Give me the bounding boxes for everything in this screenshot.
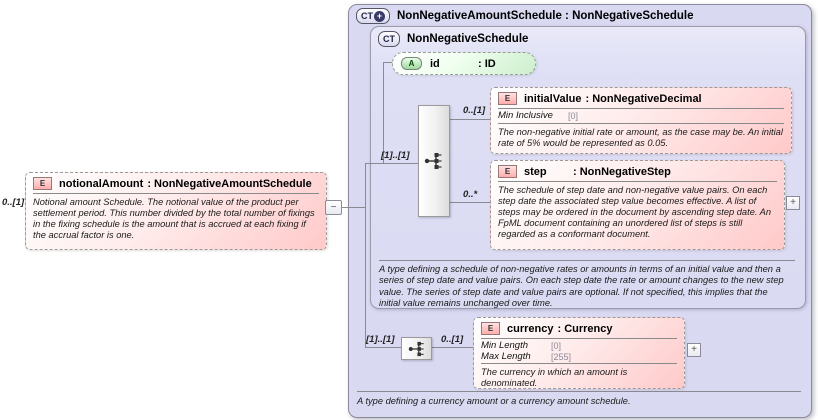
outer-box-title: NonNegativeAmountSchedule : NonNegativeS… [397, 10, 694, 22]
element-box-step[interactable]: E step : NonNegativeStep The schedule of… [490, 160, 785, 250]
element-box-initialvalue[interactable]: E initialValue : NonNegativeDecimal Min … [490, 87, 792, 154]
initialvalue-facets: Min Inclusive [0] [491, 109, 791, 123]
divider [498, 108, 784, 109]
element-icon: E [498, 92, 517, 105]
connector-entry [340, 207, 365, 208]
cardinality-sequence-top: [1]..[1] [381, 150, 410, 161]
ct-icon-label: CT [361, 11, 373, 21]
outer-box-annotation: A type defining a currency amount or a c… [357, 396, 631, 406]
expand-toggle-icon[interactable]: + [687, 343, 701, 357]
sequence-icon [424, 153, 442, 169]
notionalamount-annotation: Notional amount Schedule. The notional v… [33, 197, 315, 240]
facet-label: Max Length [481, 350, 531, 362]
currency-type: : Currency [557, 322, 613, 335]
facet-label: Min Inclusive [498, 110, 553, 121]
outer-annotation-divider [357, 391, 801, 392]
connector-branch-vertical [365, 163, 366, 348]
outer-box-header: CT+ NonNegativeAmountSchedule : NonNegat… [356, 8, 694, 24]
currency-header: E currency : Currency [474, 318, 684, 338]
connector-attribute-vertical [383, 62, 384, 163]
collapse-toggle-icon[interactable]: − [325, 200, 342, 215]
facet-row: Min Inclusive [0] [498, 110, 784, 122]
initialvalue-header: E initialValue : NonNegativeDecimal [491, 88, 791, 108]
currency-name: currency [507, 322, 554, 335]
cardinality-currency: 0..[1] [441, 334, 464, 345]
facet-row: Min Length [0] [481, 340, 677, 352]
facet-value: [0] [551, 341, 562, 351]
attribute-id-name: id [430, 57, 440, 70]
connector-to-currency [430, 347, 473, 348]
cardinality-sequence-bottom: [1]..[1] [366, 334, 395, 345]
divider [498, 181, 777, 182]
facet-value: [0] [568, 111, 579, 121]
inner-box-annotation: A type defining a schedule of non-negati… [379, 264, 784, 308]
attribute-box-id[interactable]: A id : ID [392, 52, 536, 75]
attribute-icon: A [401, 57, 422, 70]
step-name: step [524, 165, 547, 178]
element-icon: E [33, 177, 52, 190]
divider [498, 122, 784, 124]
sequence-connector-top[interactable] [418, 105, 450, 217]
complextype-icon: CT [378, 31, 400, 47]
facet-row: Max Length [255] [481, 350, 677, 363]
element-icon: E [498, 165, 517, 178]
inner-box-header: CT NonNegativeSchedule [378, 31, 528, 47]
initialvalue-annotation: The non-negative initial rate or amount,… [498, 126, 783, 148]
notionalamount-type: : NonNegativeAmountSchedule [147, 177, 312, 190]
element-icon: E [481, 322, 500, 335]
step-type: : NonNegativeStep [573, 165, 671, 178]
sequence-icon [408, 341, 424, 356]
plus-badge-icon: + [374, 10, 385, 22]
facet-label: Min Length [481, 340, 529, 351]
currency-annotation: The currency in which an amount is denom… [481, 367, 628, 389]
divider [33, 193, 319, 194]
attribute-id-type: : ID [478, 57, 496, 70]
divider [481, 363, 677, 365]
cardinality-initialvalue: 0..[1] [463, 105, 486, 116]
connector-to-step [448, 202, 490, 203]
connector-attribute-horizontal [383, 62, 392, 63]
expand-toggle-icon[interactable]: + [786, 196, 800, 210]
element-box-currency[interactable]: E currency : Currency Min Length [0] Max… [473, 317, 685, 389]
notionalamount-header: E notionalAmount : NonNegativeAmountSche… [26, 173, 326, 193]
step-annotation: The schedule of step date and non-negati… [498, 185, 772, 239]
cardinality-step: 0..* [463, 189, 478, 200]
connector-to-initialvalue [448, 119, 490, 120]
ct-icon-label: CT [383, 34, 395, 44]
cardinality-notionalamount: 0..[1] [2, 197, 25, 208]
sequence-connector-bottom[interactable] [401, 337, 432, 360]
inner-annotation-divider [379, 260, 795, 261]
initialvalue-type: : NonNegativeDecimal [585, 92, 702, 105]
notionalamount-name: notionalAmount [59, 177, 144, 190]
complextype-plus-icon: CT+ [356, 8, 390, 24]
inner-box-title: NonNegativeSchedule [407, 33, 529, 45]
facet-value: [255] [551, 351, 572, 362]
currency-facets: Min Length [0] Max Length [255] [474, 339, 684, 363]
divider [481, 338, 677, 339]
connector-to-top-sequence [365, 163, 418, 164]
initialvalue-name: initialValue [524, 92, 582, 105]
element-box-notionalamount[interactable]: E notionalAmount : NonNegativeAmountSche… [25, 172, 327, 250]
connector-to-bottom-sequence [365, 347, 401, 348]
step-header: E step : NonNegativeStep [491, 161, 784, 181]
